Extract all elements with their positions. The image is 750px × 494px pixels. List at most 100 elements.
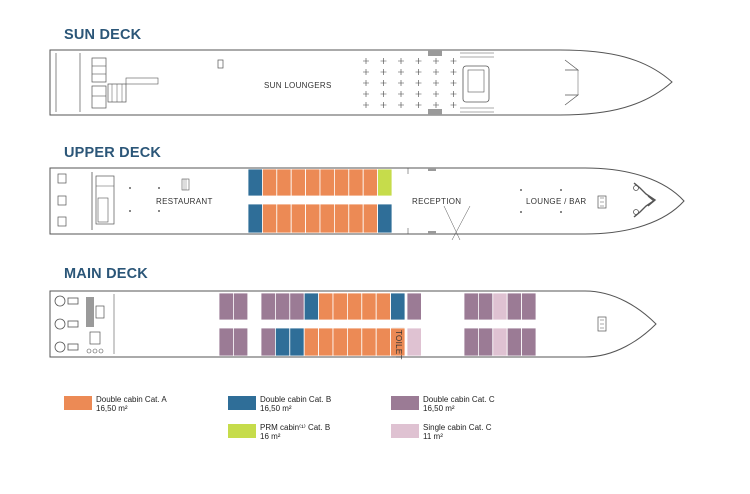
legend-swatch-prm [228,424,256,438]
main-cabin-cat-a [375,327,392,357]
sun-lounger-mark [415,80,422,86]
main-cabin-cat-a [346,327,363,357]
main-deck-cabins [218,292,537,357]
sun-lounger-mark [380,91,387,97]
legend-cat-c: Double cabin Cat. C 16,50 m² [391,395,495,413]
main-cabin-cat-c [260,327,276,357]
main-cabin-cat-c [260,292,276,321]
upper-cabin-cat-a [319,203,335,234]
sun-grey-box-bottom [428,109,442,115]
upper-deck-cabins [247,168,393,234]
main-cabin-cat-c [521,327,537,357]
main-cabin-single-c [492,292,508,321]
sun-lounger-mark [433,69,439,75]
sun-deck-title: SUN DECK [64,27,142,43]
upper-cabin-cat-a [276,203,292,234]
legend-cat-b: Double cabin Cat. B 16,50 m² [228,395,331,413]
sun-lounger-mark [398,80,404,86]
main-cabin-cat-a [390,327,406,357]
sun-deck-hull [49,49,673,116]
upper-cabin-cat-b [377,203,393,234]
restaurant-label: RESTAURANT [156,197,213,206]
main-cabin-cat-a [375,292,392,321]
sun-lounger-mark [363,80,369,86]
lounge-bar-label: LOUNGE / BAR [526,197,587,206]
sun-lounger-mark [450,102,457,108]
sun-lounger-mark [398,69,404,75]
sun-lounger-mark [398,58,404,64]
sun-lounger-mark [433,58,439,64]
main-deck-title: MAIN DECK [64,266,148,282]
main-deck-hull [49,290,657,358]
sun-lounger-mark [380,80,387,86]
main-cabin-cat-a [318,327,334,357]
main-cabin-cat-c [521,292,537,321]
sun-loungers-grid [363,58,457,108]
upper-cabin-cat-a [261,168,278,197]
main-cabin-cat-a [361,327,377,357]
upper-cabin-cat-b [247,168,263,197]
upper-cabin-cat-a [305,203,321,234]
main-cabin-cat-c [218,327,234,357]
sun-lounger-mark [380,102,387,108]
upper-cabin-cat-a [362,203,379,234]
sun-lounger-mark [415,102,422,108]
reception-label: RECEPTION [412,197,461,206]
upper-cabin-cat-a [290,203,307,234]
main-cabin-cat-b [289,327,305,357]
main-cabin-cat-c [232,292,249,321]
sun-loungers-label: SUN LOUNGERS [264,81,332,90]
legend-swatch-cat-b [228,396,256,410]
sun-lounger-mark [433,102,439,108]
upper-cabin-cat-a [305,168,321,197]
legend-cat-c-name: Double cabin Cat. C [423,395,495,404]
legend-prm-size: 16 m² [260,432,281,441]
legend-single-c-name: Single cabin Cat. C [423,423,492,432]
sun-lounger-mark [415,58,422,64]
upper-deck-title: UPPER DECK [64,145,162,161]
main-cabin-cat-a [361,292,377,321]
main-cabin-cat-a [346,292,363,321]
main-cabin-cat-c [232,327,249,357]
sun-grey-box-top [428,50,442,56]
sun-lounger-mark [363,58,369,64]
legend-single-c-size: 11 m² [423,432,443,441]
legend-cat-a-name: Double cabin Cat. A [96,395,167,404]
upper-cabin-cat-a [319,168,335,197]
toilet-label: TOILET [394,330,403,360]
legend-cat-b-name: Double cabin Cat. B [260,395,332,404]
sun-lounger-mark [380,69,387,75]
main-cabin-cat-b [390,292,406,321]
upper-deck-hull [49,167,685,235]
main-cabin-cat-c [506,292,523,321]
upper-deck-dots [129,187,562,213]
upper-cabin-cat-a [276,168,292,197]
legend-swatch-cat-c [391,396,419,410]
sun-deck-plan [49,49,673,116]
legend-cat-b-size: 16,50 m² [260,404,292,413]
upper-grey-box-bottom [428,231,436,234]
legend-swatch-cat-a [64,396,92,410]
main-cabin-cat-b [303,292,320,321]
main-deck-plan [49,290,657,358]
main-cabin-cat-c [477,292,494,321]
legend-cat-a-size: 16,50 m² [96,404,128,413]
upper-cabin-cat-a [348,168,364,197]
sun-lounger-mark [450,58,457,64]
main-cabin-cat-a [318,292,334,321]
main-cabin-cat-c [477,327,494,357]
upper-cabin-cat-b [247,203,263,234]
main-cabin-cat-c [218,292,234,321]
sun-lounger-mark [380,58,387,64]
upper-cabin-cat-a [362,168,379,197]
legend-cat-a: Double cabin Cat. A 16,50 m² [64,395,167,413]
upper-cabin-prm [377,168,393,197]
sun-lounger-mark [450,80,457,86]
sun-lounger-mark [415,69,422,75]
main-cabin-cat-c [289,292,305,321]
legend-single-c: Single cabin Cat. C 11 m² [391,423,491,441]
sun-lounger-mark [450,69,457,75]
sun-lounger-mark [398,102,404,108]
main-cabin-cat-c [506,327,523,357]
main-cabin-cat-a [332,327,348,357]
